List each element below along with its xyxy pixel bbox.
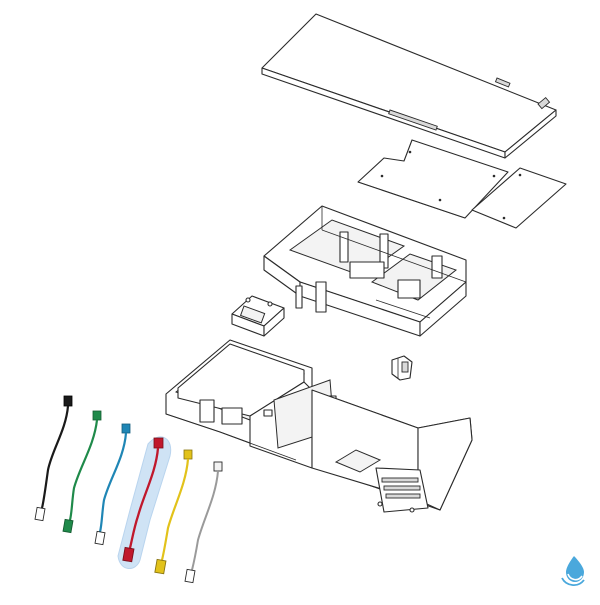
sensor-red-part[interactable] [122,437,164,563]
service-panel-part[interactable] [357,139,509,219]
top-cover-part[interactable] [261,13,557,159]
sensor-green-part[interactable] [62,410,102,534]
sensor-blue-part[interactable] [94,423,131,546]
side-panel-part[interactable] [471,167,567,229]
droplet-icon [561,556,585,586]
sensor-black-part[interactable] [34,395,73,522]
sensor-yellow-part[interactable] [154,449,193,575]
red-sensor-highlight [117,436,172,569]
sensor-white-part[interactable] [184,461,223,584]
terminal-cover-part[interactable] [231,295,285,337]
bracket-clip-part[interactable] [391,355,413,381]
base-chassis-part[interactable] [165,339,473,513]
inner-frame-part[interactable] [263,205,467,337]
